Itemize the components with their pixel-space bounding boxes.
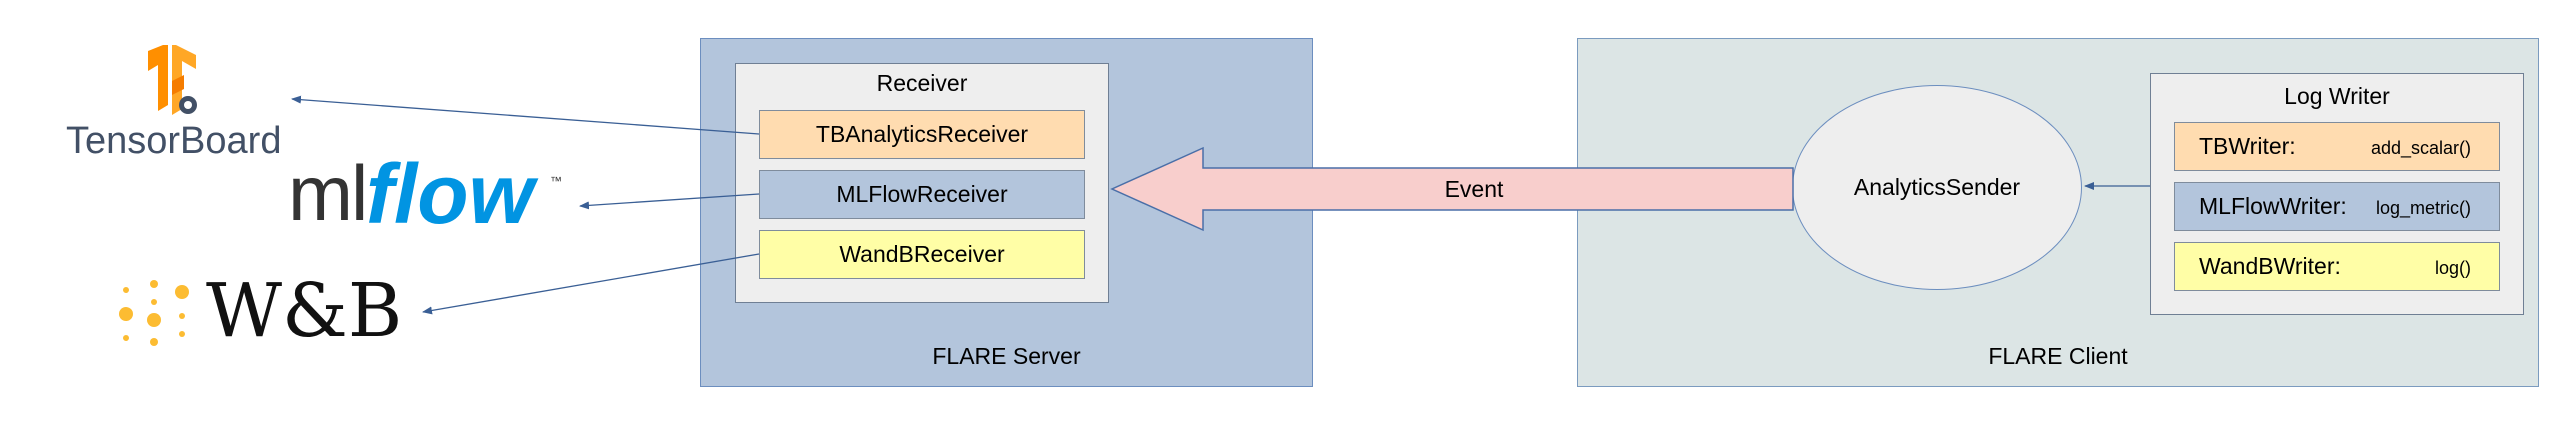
mlflow-writer-method: log_metric() bbox=[2375, 198, 2471, 218]
mlflow-logo: ml flow ™ bbox=[288, 140, 578, 260]
mlflow-writer: MLFlowWriter: log_metric() bbox=[2174, 182, 2500, 231]
tb-connector bbox=[291, 95, 760, 135]
mlflow-writer-name: MLFlowWriter: bbox=[2199, 193, 2347, 219]
wandb-connector bbox=[422, 253, 760, 315]
analytics-sender: AnalyticsSender bbox=[1792, 85, 2082, 290]
event-arrow-shape bbox=[1110, 146, 1794, 232]
event-label: Event bbox=[1445, 176, 1504, 202]
tensorboard-wordmark: TensorBoard bbox=[66, 120, 281, 162]
tensorboard-logo: TensorBoard bbox=[66, 45, 281, 162]
tb-writer: TBWriter: add_scalar() bbox=[2174, 122, 2500, 171]
tensorflow-icon bbox=[148, 45, 197, 115]
mlflow-connector bbox=[579, 193, 760, 210]
mlflow-ml: ml bbox=[288, 149, 368, 237]
mlflow-trademark: ™ bbox=[550, 174, 562, 188]
tb-writer-method: add_scalar() bbox=[2370, 138, 2471, 158]
wandb-receiver: WandBReceiver bbox=[759, 230, 1085, 279]
wandb-wordmark: W&B bbox=[206, 268, 403, 354]
mlflow-flow: flow bbox=[366, 147, 534, 241]
wandb-dots-icon bbox=[119, 280, 189, 346]
log-writer-title: Log Writer bbox=[2284, 82, 2390, 109]
flare-server-label: FLARE Server bbox=[932, 342, 1081, 369]
receiver-title: Receiver bbox=[876, 69, 968, 96]
wandb-writer: WandBWriter: log() bbox=[2174, 242, 2500, 291]
wandb-writer-method: log() bbox=[2434, 258, 2471, 278]
tb-analytics-receiver: TBAnalyticsReceiver bbox=[759, 110, 1085, 159]
mlflow-receiver: MLFlowReceiver bbox=[759, 170, 1085, 219]
tb-writer-name: TBWriter: bbox=[2199, 133, 2296, 159]
wandb-logo: W&B bbox=[112, 268, 412, 360]
wandb-writer-name: WandBWriter: bbox=[2199, 253, 2341, 279]
flare-client-label: FLARE Client bbox=[1988, 342, 2128, 369]
